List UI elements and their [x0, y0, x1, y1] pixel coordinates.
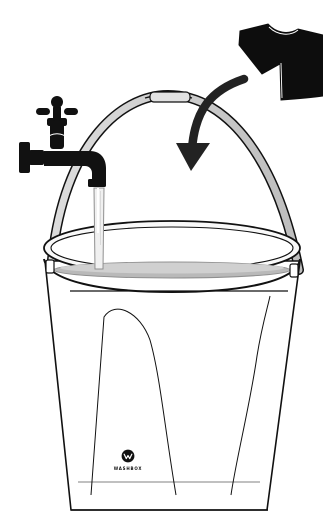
bucket-icon: [44, 221, 300, 510]
brand-text: WASHBOX: [114, 466, 143, 471]
brand-logo-icon: [122, 450, 135, 463]
t-shirt-icon: [239, 24, 323, 100]
water-stream: [94, 188, 104, 269]
